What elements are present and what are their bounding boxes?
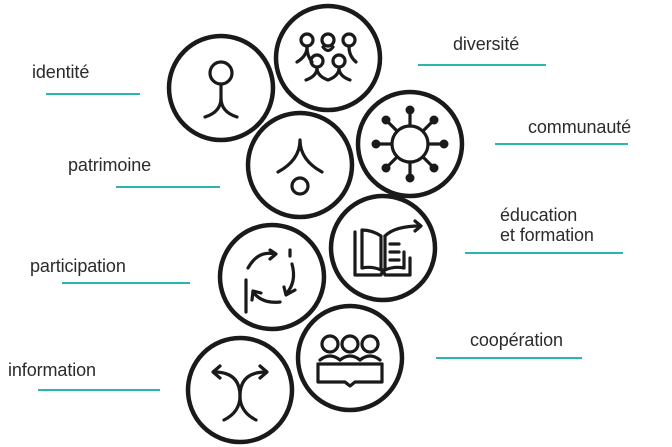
community-ring-icon <box>371 105 449 183</box>
rule-identite <box>46 93 140 95</box>
communaute-circle <box>355 89 465 199</box>
label-diversite: diversité <box>453 34 520 54</box>
label-identite: identité <box>32 62 90 82</box>
patrimoine-circle <box>245 110 355 220</box>
information-circle <box>185 335 295 445</box>
cooperation-circle <box>295 303 405 413</box>
open-book-icon <box>353 219 423 277</box>
label-cooperation: coopération <box>470 330 563 350</box>
label-patrimoine: patrimoine <box>68 155 152 175</box>
rule-cooperation <box>436 357 582 359</box>
rule-education <box>465 252 623 254</box>
rule-participation <box>62 282 190 284</box>
rule-communaute <box>495 143 628 145</box>
label-education-line2: et formation <box>500 225 594 245</box>
label-education-line1: éducation <box>500 205 578 225</box>
diversite-circle <box>273 3 383 113</box>
rule-patrimoine <box>116 186 220 188</box>
identite-circle <box>166 33 276 143</box>
label-communaute: communauté <box>528 117 632 137</box>
people-around-table-icon <box>316 334 384 388</box>
rule-diversite <box>418 64 546 66</box>
label-participation: participation <box>30 256 126 276</box>
circular-arrows-icon <box>244 248 297 314</box>
education-circle <box>328 193 438 303</box>
group-of-people-icon <box>295 32 358 82</box>
person-icon <box>203 60 239 119</box>
rule-information <box>38 389 160 391</box>
participation-circle <box>217 222 327 332</box>
label-information: information <box>8 360 96 380</box>
heritage-arch-icon <box>276 138 324 196</box>
branching-arrows-icon <box>211 364 269 422</box>
